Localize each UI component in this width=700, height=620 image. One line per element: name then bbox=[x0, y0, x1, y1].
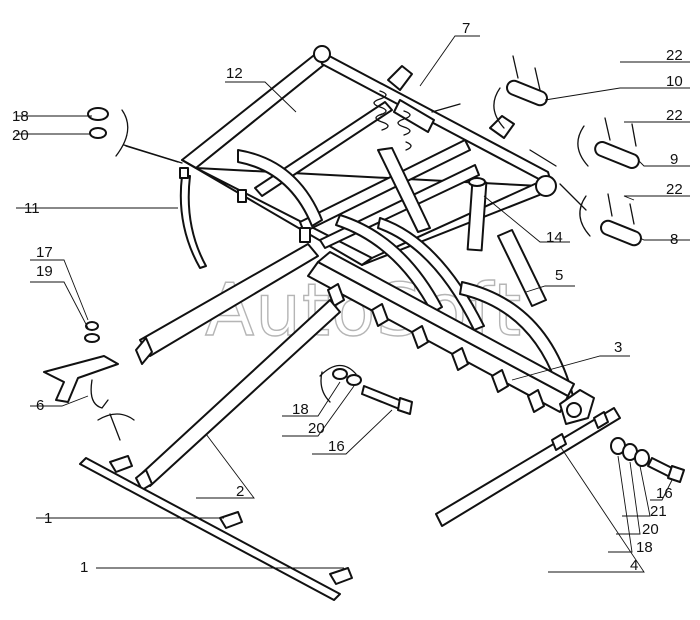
callout-12: 12 bbox=[226, 65, 243, 82]
hose-part-11 bbox=[179, 167, 207, 269]
callout-labels: 12 7 22 10 18 20 22 9 11 22 8 14 17 19 5… bbox=[12, 20, 683, 576]
callout-2: 2 bbox=[236, 483, 244, 500]
callout-8: 8 bbox=[670, 231, 678, 248]
callout-22-middle: 22 bbox=[666, 107, 683, 124]
callout-16-right: 16 bbox=[656, 485, 673, 502]
callout-16-center: 16 bbox=[328, 438, 345, 455]
callout-22-top: 22 bbox=[666, 47, 683, 64]
callout-20-right: 20 bbox=[642, 521, 659, 538]
lower-beam-part-1 bbox=[79, 455, 353, 601]
callout-9: 9 bbox=[670, 151, 678, 168]
foot-part-4 bbox=[435, 407, 621, 527]
callout-7: 7 bbox=[462, 20, 470, 37]
nut-washer-top-left bbox=[87, 107, 183, 164]
callout-10: 10 bbox=[666, 73, 683, 90]
callout-4: 4 bbox=[630, 557, 638, 574]
callout-18-center: 18 bbox=[292, 401, 309, 418]
callout-11: 11 bbox=[24, 200, 40, 217]
callout-20-center: 20 bbox=[308, 420, 325, 437]
bolt-center-part-16 bbox=[320, 368, 413, 415]
callout-17: 17 bbox=[36, 244, 53, 261]
callout-6: 6 bbox=[36, 397, 44, 414]
leg-part-2 bbox=[135, 243, 341, 491]
callout-1-upper: 1 bbox=[44, 510, 52, 527]
bolt-right-part-16 bbox=[610, 437, 685, 483]
clamp-bracket-part-6 bbox=[43, 321, 119, 409]
main-beam-part-3 bbox=[307, 251, 595, 425]
callout-14: 14 bbox=[546, 229, 563, 246]
callout-20-top-left: 20 bbox=[12, 127, 29, 144]
callout-21: 21 bbox=[650, 503, 667, 520]
callout-19: 19 bbox=[36, 263, 53, 280]
callout-18-top-left: 18 bbox=[12, 108, 29, 125]
callout-3: 3 bbox=[614, 339, 622, 356]
callout-1-lower: 1 bbox=[80, 559, 88, 576]
callout-18-right: 18 bbox=[636, 539, 653, 556]
shock-absorber-part-14 bbox=[466, 177, 488, 252]
spring-assembly-part-7 bbox=[373, 90, 431, 233]
pins-and-cotters bbox=[493, 55, 642, 247]
assembly-arrows bbox=[97, 103, 587, 441]
callout-22-bottom: 22 bbox=[666, 181, 683, 198]
leader-lines bbox=[16, 35, 690, 573]
callout-5: 5 bbox=[555, 267, 563, 284]
strut-part-5 bbox=[497, 229, 547, 307]
